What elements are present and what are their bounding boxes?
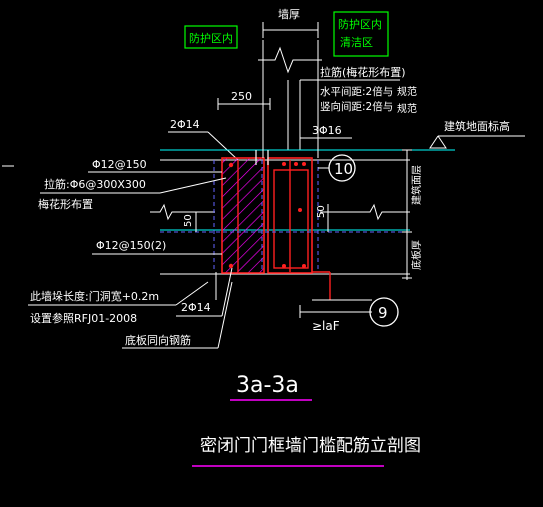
section-label: 3a-3a — [236, 373, 299, 398]
protected-zone-box — [184, 25, 238, 49]
clean-zone-label-2: 清洁区 — [340, 36, 373, 49]
dim-50-right: 50 — [316, 205, 327, 218]
right-dimension-chain: 建筑面层 底板厚 — [402, 149, 423, 280]
callout-9-label: 9 — [378, 304, 388, 322]
vertical-label-top: 建筑面层 — [410, 165, 423, 205]
threshold-right-block — [267, 157, 313, 274]
bar-3phi16: 3Φ16 — [312, 124, 342, 137]
ground-elevation-marker: 建筑地面标高 — [429, 119, 525, 149]
tie-vertical: 竖向间距:2倍与 — [320, 100, 393, 113]
bar-2phi14-bottom: 2Φ14 — [181, 301, 211, 314]
wall-thickness-group: 墙厚 — [258, 7, 322, 74]
break-line-right — [320, 203, 410, 221]
tie-bar-note: 拉筋(梅花形布置) 水平间距:2倍与 竖向间距:2倍与 规范 规范 — [287, 65, 417, 150]
dim-50-left: 50 — [183, 214, 194, 227]
drawing-title: 密闭门门框墙门槛配筋立剖图 — [200, 436, 421, 456]
bar-phi12-150: Φ12@150 — [92, 158, 147, 171]
threshold-length-note: 此墙垛长度:门洞宽+0.2m — [30, 289, 159, 303]
tie-phi6-label: 拉筋:Φ6@300X300 — [44, 177, 146, 191]
threshold-section — [160, 40, 410, 301]
lap-length-label: ≥laF — [312, 319, 340, 333]
plum-layout-label: 梅花形布置 — [38, 197, 93, 211]
clean-zone-box — [333, 11, 389, 57]
detail-callout-9 — [369, 297, 399, 327]
wall-thickness-label: 墙厚 — [278, 7, 300, 21]
dimension-250: 250 — [217, 90, 271, 110]
clean-zone-label-1: 防护区内 — [338, 17, 382, 31]
note-a: 规范 — [397, 85, 417, 98]
vertical-label-bottom: 底板厚 — [410, 240, 423, 270]
callout-10-label: 10 — [334, 160, 353, 178]
protected-zone-label: 防护区内 — [189, 31, 233, 45]
building-ground-label: 建筑地面标高 — [444, 119, 510, 133]
tie-horizontal: 水平间距:2倍与 — [320, 85, 393, 98]
dim-250-label: 250 — [231, 90, 252, 103]
bar-2phi14-top: 2Φ14 — [170, 118, 200, 131]
break-line-top — [258, 46, 322, 74]
note-b: 规范 — [397, 102, 417, 115]
bar-phi12-150-2: Φ12@150(2) — [96, 239, 166, 252]
threshold-left-block — [221, 157, 265, 274]
bottom-rebar-label: 底板同向钢筋 — [125, 333, 191, 347]
break-line-left — [150, 203, 215, 221]
reference-standard: 设置参照RFJ01-2008 — [30, 311, 137, 325]
tie-bar-title: 拉筋(梅花形布置) — [320, 65, 406, 79]
